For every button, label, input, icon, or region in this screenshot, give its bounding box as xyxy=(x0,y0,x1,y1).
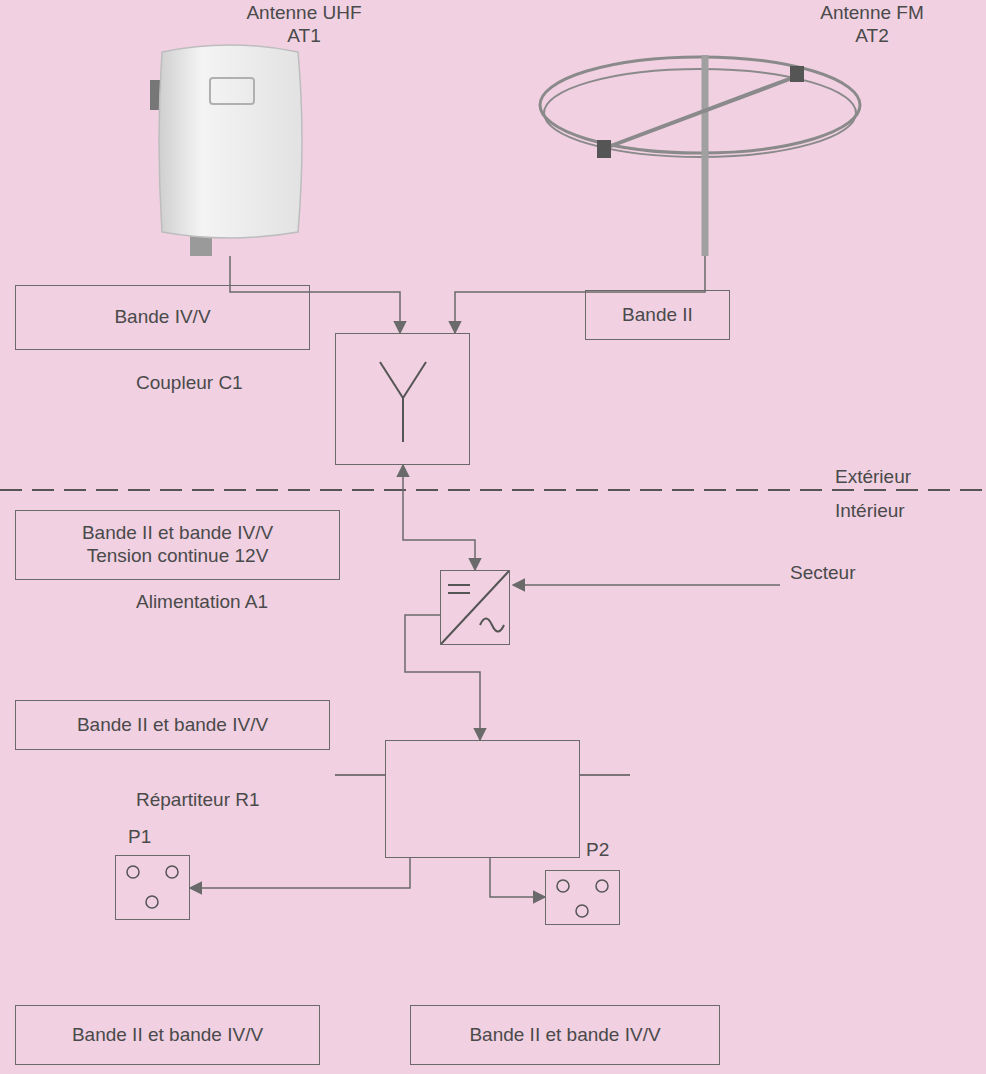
band-text: Bande II et bande IV/V xyxy=(77,714,268,737)
device-name: P2 xyxy=(586,839,609,862)
ring xyxy=(544,69,856,157)
antenna: Antenne FM AT2 xyxy=(530,0,870,256)
zone-label: Secteur xyxy=(790,562,855,585)
converter-symbol xyxy=(441,571,509,644)
boundary-line xyxy=(0,489,986,491)
band-text: Bande II xyxy=(622,304,693,327)
cross-bar xyxy=(600,75,800,150)
mains-wire xyxy=(513,584,780,586)
band-text: Bande II et bande IV/V xyxy=(82,522,273,545)
antenna-panel xyxy=(159,45,302,238)
band-text: Bande II et bande IV/V xyxy=(72,1024,263,1047)
band-text: Tension continue 12V xyxy=(87,545,269,568)
splitter-port xyxy=(580,774,630,776)
device-name: Coupleur C1 xyxy=(136,372,243,395)
band-box: Bande II et bande IV/V xyxy=(410,1005,720,1065)
uhf-antenna xyxy=(150,45,302,256)
device-box: Répartiteur R1 xyxy=(385,740,580,858)
band-box: Bande II et bande IV/V xyxy=(15,1005,320,1065)
band-box: Bande II et bande IV/VTension continue 1… xyxy=(15,510,340,580)
fm-antenna xyxy=(540,55,860,256)
device-box: Alimentation A1 xyxy=(440,570,510,645)
signal-wire xyxy=(405,615,480,740)
device-name: Antenne FM AT2 xyxy=(818,2,926,48)
mast xyxy=(702,55,709,256)
device-name: P1 xyxy=(128,826,151,849)
clamp xyxy=(597,140,611,158)
signal-wire xyxy=(490,858,545,897)
band-text: Bande II et bande IV/V xyxy=(469,1024,660,1047)
device-name: Répartiteur R1 xyxy=(136,789,260,812)
device-box: P1 xyxy=(115,855,190,920)
zone-label: Extérieur xyxy=(835,466,911,489)
device-box: P2 xyxy=(545,870,620,925)
ring xyxy=(540,57,860,153)
zone-label: Intérieur xyxy=(835,500,905,523)
panel-logo xyxy=(210,78,254,104)
signal-wire xyxy=(190,858,410,888)
signal-wire xyxy=(230,256,400,333)
device-name: Alimentation A1 xyxy=(136,591,268,614)
device-box: Coupleur C1 xyxy=(335,333,470,465)
band-box: Bande II et bande IV/V xyxy=(15,700,330,750)
socket-holes xyxy=(127,866,608,917)
signal-wire xyxy=(455,256,705,333)
band-text: Bande IV/V xyxy=(114,306,210,329)
antenna: Antenne UHF AT1 xyxy=(150,0,340,256)
device-name: Antenne UHF AT1 xyxy=(245,2,363,48)
signal-wire xyxy=(403,465,475,570)
band-box: Bande IV/V xyxy=(15,285,310,350)
splitter-port xyxy=(335,774,385,776)
band-box: Bande II xyxy=(585,290,730,340)
clamp xyxy=(790,66,804,82)
coupler-symbol xyxy=(380,362,426,442)
